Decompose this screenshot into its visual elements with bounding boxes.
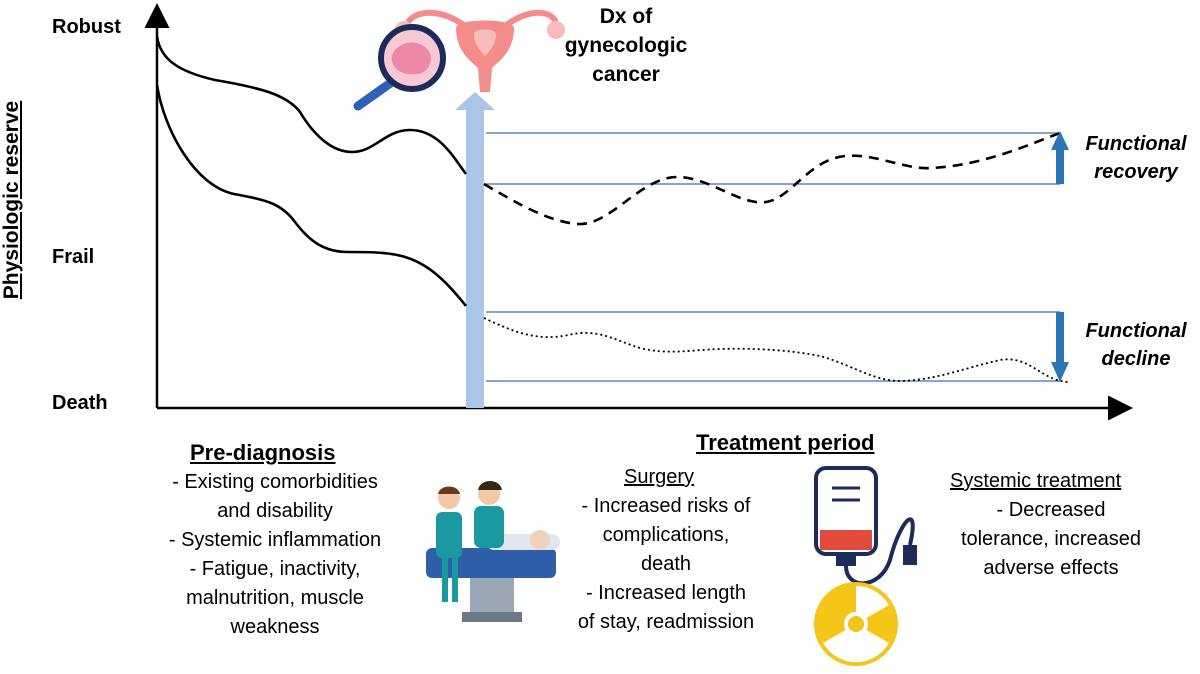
surgery-list: - Increased risks of complications, deat…: [552, 492, 780, 637]
prediagnosis-heading: Pre-diagnosis: [190, 440, 336, 465]
surgical-team-icon: [426, 481, 560, 622]
systemic-title: Systemic treatment: [950, 470, 1122, 492]
recovery-trajectory-curve: [483, 131, 1061, 226]
y-axis-title: Physiologic reserve: [0, 100, 23, 300]
list-item: - Systemic inflammation: [168, 529, 382, 551]
list-item: malnutrition, muscle: [186, 587, 364, 609]
radiation-icon: [814, 582, 898, 666]
frail-trajectory-curve: [155, 84, 468, 307]
list-item: - Increased length: [585, 582, 747, 604]
list-item: - Fatigue, inactivity,: [189, 558, 361, 580]
systemic-list: - Decreased tolerance, increased adverse…: [934, 496, 1168, 583]
list-item: of stay, readmission: [577, 611, 755, 633]
functional-recovery-label: Functional recovery: [1085, 133, 1187, 183]
y-level-frail: Frail: [52, 246, 95, 268]
list-item: - Increased risks of: [581, 495, 751, 517]
treatment-heading: Treatment period: [696, 430, 875, 455]
list-item: adverse effects: [983, 557, 1119, 579]
decline-trajectory-curve: [483, 317, 1069, 383]
decline-arrow: [1051, 312, 1069, 382]
list-item: - Existing comorbidities: [172, 471, 378, 493]
list-item: weakness: [230, 616, 320, 638]
y-level-death: Death: [52, 392, 108, 414]
surgery-title: Surgery: [624, 466, 695, 488]
recovery-arrow: [1051, 131, 1069, 184]
diagnosis-label: Dx of gynecologic cancer: [564, 5, 688, 86]
prediagnosis-list: - Existing comorbidities and disability …: [130, 468, 420, 642]
list-item: complications,: [602, 524, 730, 546]
list-item: tolerance, increased: [960, 528, 1142, 550]
list-item: death: [640, 553, 692, 575]
y-level-robust: Robust: [52, 16, 121, 38]
list-item: - Decreased: [996, 499, 1106, 521]
diagnosis-arrow: [455, 92, 495, 408]
iv-bag-icon: [814, 466, 917, 586]
list-item: and disability: [217, 500, 333, 522]
robust-trajectory-curve: [155, 35, 468, 175]
functional-decline-label: Functional decline: [1085, 320, 1187, 370]
guide-lines: [486, 132, 1060, 382]
magnifying-glass-icon: [353, 24, 446, 111]
